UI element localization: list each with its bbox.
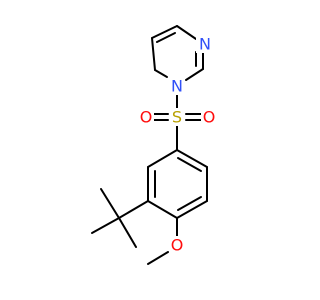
atom-label-oxygen-sulfonyl-left: O (140, 108, 153, 127)
atom-sulfur: S (169, 108, 185, 127)
atom-label-n-imidazole-1: N (171, 77, 183, 96)
atom-oxygen-sulfonyl-right: O (201, 108, 217, 127)
bond-cq-me2 (100, 188, 120, 219)
molecule-structure-diagram: N N S O O O (91, 25, 217, 265)
bond-ar1-ar6-outer (176, 149, 208, 168)
bond-c3-c4 (151, 37, 156, 71)
atom-labels-layer: N N S O O O (138, 35, 217, 255)
bond-ar4-ar5-outer (176, 200, 208, 219)
atom-label-oxygen-sulfonyl-right: O (203, 108, 216, 127)
atom-n-imidazole-3: N (196, 35, 212, 54)
atom-oxygen-sulfonyl-left: O (138, 108, 154, 127)
bond-ar1-ar6-inner (177, 157, 202, 172)
bond-ar1-ar2 (147, 149, 178, 168)
bond-cq-me3 (118, 217, 137, 248)
bond-o-ch3 (147, 251, 169, 265)
bond-ar3-ar4 (147, 200, 178, 219)
bond-n1-c5 (185, 68, 204, 81)
bond-cq-me1 (91, 217, 120, 234)
atom-label-n-imidazole-3: N (199, 35, 211, 54)
bond-ar3-cq (118, 200, 149, 219)
bond-c2-n3 (176, 25, 197, 40)
atom-n-imidazole-1: N (169, 77, 185, 96)
bond-c2-c3-double-outer (151, 25, 178, 39)
bond-ar4-ar5-inner (177, 196, 202, 211)
atom-oxygen-methoxy: O (169, 236, 185, 255)
atom-label-sulfur: S (172, 108, 182, 127)
bond-c4-n1 (154, 69, 168, 78)
bonds-layer (91, 25, 208, 265)
atom-label-oxygen-methoxy: O (171, 236, 184, 255)
bond-c2-c3-double-inner (156, 32, 176, 43)
